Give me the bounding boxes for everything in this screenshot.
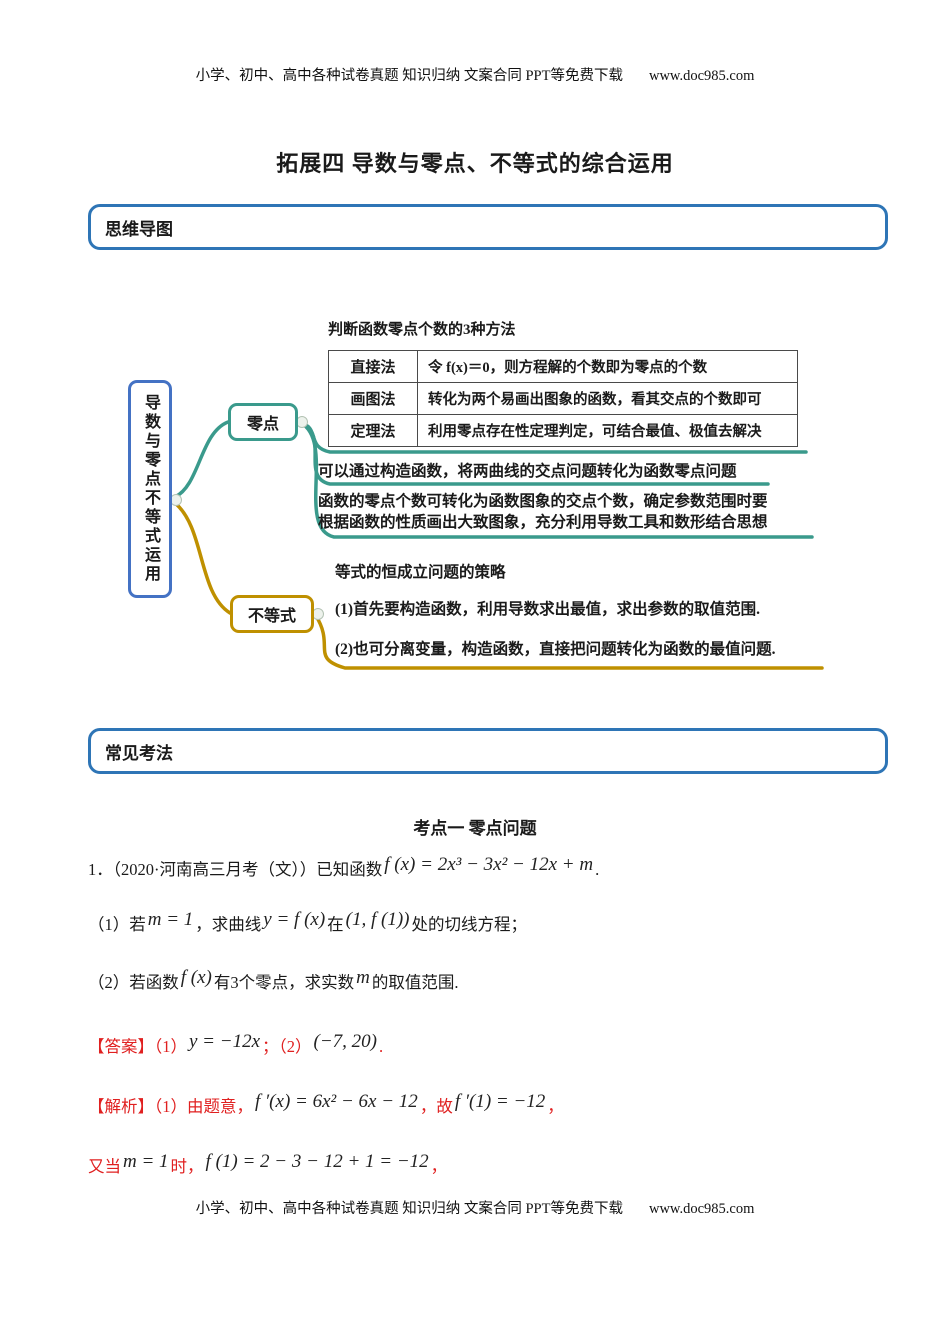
header-text: 小学、初中、高中各种试卷真题 知识归纳 文案合同 PPT等免费下载 xyxy=(195,68,623,84)
zero-note-2: 函数的零点个数可转化为函数图象的交点个数，确定参数范围时要 根据函数的性质画出大… xyxy=(318,493,768,531)
solution-text: （1）由题意， xyxy=(154,1097,253,1116)
part2-text: 有3个零点，求实数 xyxy=(213,973,355,992)
solution-math-f1prime: f ′(1) = −12 xyxy=(454,1091,546,1112)
part1-math-y: y = f (x) xyxy=(263,909,326,930)
zero-table-title: 判断函数零点个数的3种方法 xyxy=(328,322,516,338)
part1-math-point: (1, f (1)) xyxy=(345,909,410,930)
zero-methods-table: 直接法 令 f(x)＝0，则方程解的个数即为零点的个数 画图法 转化为两个易画出… xyxy=(328,350,798,447)
inequality-strategy-item-1: (1)首先要构造函数，利用导数求出最值，求出参数的取值范围. xyxy=(335,601,760,618)
part2-math-fx: f (x) xyxy=(180,967,212,988)
section-methods-box: 常见考法 xyxy=(88,728,888,774)
mindmap-inequality-node: 不等式 xyxy=(230,595,314,633)
answer-part2-num: （2） xyxy=(278,1037,312,1056)
mindmap-zero-node: 零点 xyxy=(228,403,298,441)
desc-cell: 利用零点存在性定理判定，可结合最值、极值去解决 xyxy=(428,424,762,440)
connector-dot-root xyxy=(170,494,182,506)
solution-text: ，故 xyxy=(419,1097,453,1116)
mindmap-diagram: 导数与零点不等式运用 零点 不等式 判断函数零点个数的3种方法 直接法 令 f(… xyxy=(0,300,950,700)
branch-inequality-to-notes xyxy=(314,614,824,670)
part1-text: ，求曲线 xyxy=(195,915,262,934)
answer-line: 【答案】（1）y = −12x；（2）(−7, 20). xyxy=(88,1031,384,1061)
exam-point-title: 考点一 零点问题 xyxy=(413,819,537,838)
solution-text: ， xyxy=(430,1157,448,1176)
footer-url: www.doc985.com xyxy=(648,1201,755,1217)
table-row: 定理法 利用零点存在性定理判定，可结合最值、极值去解决 xyxy=(329,415,797,446)
inequality-strategy-title: 等式的恒成立问题的策略 xyxy=(335,564,506,581)
table-row: 画图法 转化为两个易画出图象的函数，看其交点的个数即可 xyxy=(329,383,797,415)
section-mindmap-box: 思维导图 xyxy=(88,204,888,250)
part1-text: 在 xyxy=(327,915,344,934)
answer-math-1: y = −12x xyxy=(189,1031,261,1052)
method-cell: 画图法 xyxy=(329,383,418,414)
problem-intro: （2020·河南高三月考（文））已知函数 xyxy=(112,860,383,879)
answer-separator: ； xyxy=(262,1037,279,1056)
page-footer: 小学、初中、高中各种试卷真题 知识归纳 文案合同 PPT等免费下载 www.doc… xyxy=(0,1197,950,1218)
answer-end: . xyxy=(379,1037,384,1056)
branch-zero-to-note2 xyxy=(299,421,814,539)
part2-text: （2）若函数 xyxy=(88,973,179,992)
method-cell: 定理法 xyxy=(329,415,418,446)
part2-math-m: m xyxy=(356,967,370,988)
answer-part1-num: （1） xyxy=(154,1037,187,1056)
solution-text: 又当 xyxy=(88,1157,121,1176)
problem-number: 1． xyxy=(88,860,113,879)
solution-math-derivative: f ′(x) = 6x² − 6x − 12 xyxy=(255,1091,418,1112)
part1-text: （1）若 xyxy=(88,915,146,934)
problem-end: . xyxy=(595,860,600,879)
mindmap-root-node: 导数与零点不等式运用 xyxy=(128,380,172,598)
method-cell: 直接法 xyxy=(329,351,418,382)
solution-text: ， xyxy=(547,1097,564,1116)
connector-dot-zero xyxy=(296,416,308,428)
desc-cell: 转化为两个易画出图象的函数，看其交点的个数即可 xyxy=(428,392,762,408)
desc-cell: 令 f(x)＝0，则方程解的个数即为零点的个数 xyxy=(428,360,708,376)
part2-text: 的取值范围. xyxy=(371,973,459,992)
header-url: www.doc985.com xyxy=(648,68,755,84)
answer-label: 【答案】 xyxy=(88,1037,154,1056)
solution-label: 【解析】 xyxy=(88,1097,154,1116)
section-methods-label: 常见考法 xyxy=(105,743,173,763)
part1-text: 处的切线方程； xyxy=(411,915,528,934)
section-mindmap-label: 思维导图 xyxy=(105,219,173,239)
page-title: 拓展四 导数与零点、不等式的综合运用 xyxy=(276,151,674,176)
mindmap-connectors xyxy=(170,416,824,670)
solution-text: 时， xyxy=(170,1157,204,1176)
inequality-strategy-item-2: (2)也可分离变量，构造函数，直接把问题转化为函数的最值问题. xyxy=(335,641,776,658)
footer-text: 小学、初中、高中各种试卷真题 知识归纳 文案合同 PPT等免费下载 xyxy=(195,1201,623,1217)
solution-math-f1value: f (1) = 2 − 3 − 12 + 1 = −12 xyxy=(205,1151,429,1172)
zero-note-1: 可以通过构造函数，将两曲线的交点问题转化为函数零点问题 xyxy=(318,463,737,480)
branch-root-to-inequality xyxy=(173,501,232,615)
branch-root-to-zero xyxy=(173,420,230,499)
table-row: 直接法 令 f(x)＝0，则方程解的个数即为零点的个数 xyxy=(329,351,797,383)
page-header: 小学、初中、高中各种试卷真题 知识归纳 文案合同 PPT等免费下载 www.doc… xyxy=(0,64,950,85)
answer-math-2: (−7, 20) xyxy=(313,1031,377,1052)
solution-math-m1: m = 1 xyxy=(123,1151,169,1172)
part1-math-m: m = 1 xyxy=(147,909,194,930)
connector-dot-inequality xyxy=(312,608,324,620)
problem-formula: f (x) = 2x³ − 3x² − 12x + m xyxy=(384,854,594,875)
